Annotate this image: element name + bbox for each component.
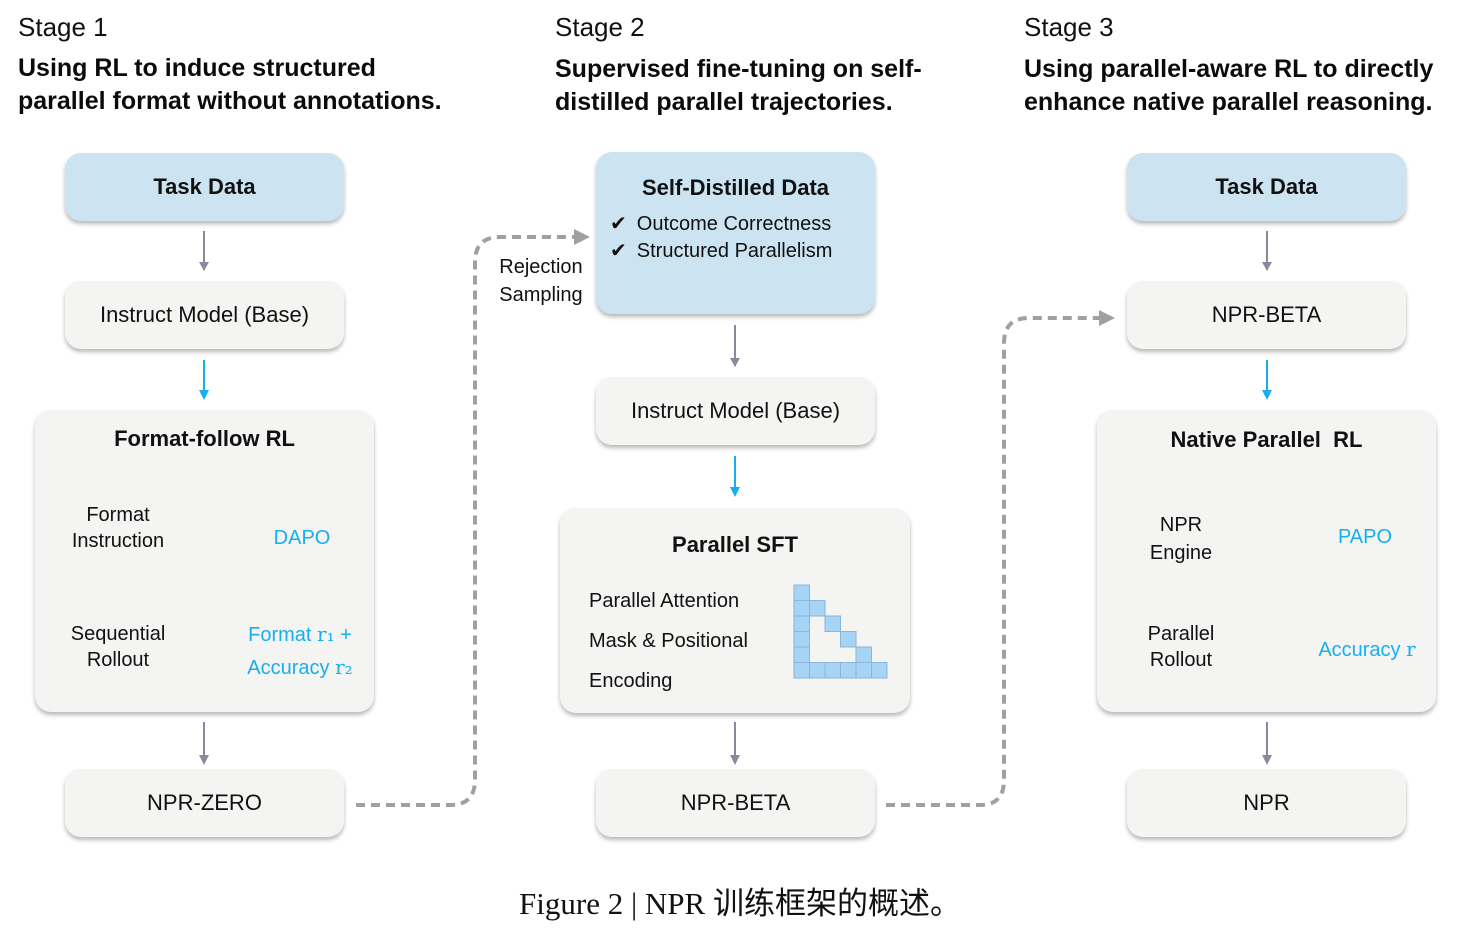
stage-1-desc-line1: Using RL to induce structured <box>18 54 376 82</box>
npr-beta-output-label: NPR-BETA <box>680 790 791 815</box>
parallel-rollout-line2: Rollout <box>1149 649 1213 671</box>
mask-cell <box>793 662 810 679</box>
mask-cell <box>855 646 872 663</box>
mask-cell <box>824 615 841 632</box>
mask-cell <box>855 662 872 679</box>
stage-3-task-data-label: Task Data <box>1215 174 1318 199</box>
mask-cell <box>793 615 810 632</box>
dashed-connector-arrowhead-2 <box>1099 310 1115 326</box>
stage-2-npr-beta-box: NPR-BETA <box>596 769 875 837</box>
stage-2-arrow-panel-to-output <box>730 722 740 765</box>
format-instruction-line1: Format <box>86 504 150 526</box>
stage-3-arrow-task-to-model <box>1262 231 1272 271</box>
rejection-sampling-line1: Rejection <box>499 256 583 278</box>
npr-final-label: NPR <box>1243 790 1290 815</box>
stage-3-npr-beta-label: NPR-BETA <box>1211 302 1322 327</box>
stage-1-task-data-label: Task Data <box>153 174 256 199</box>
stage-2-panel-title: Parallel SFT <box>672 532 798 557</box>
mask-cell <box>840 631 857 648</box>
rejection-sampling-line2: Sampling <box>499 284 583 306</box>
stage-2-description: Supervised fine-tuning on self- distille… <box>555 53 922 119</box>
stage-1-sequential-rollout: Sequential Rollout <box>55 621 181 673</box>
stage-2-desc-line2: distilled parallel trajectories. <box>555 88 893 116</box>
stage-1-npr-zero-box: NPR-ZERO <box>65 769 344 837</box>
stage-2-arrow-data-to-model <box>730 325 740 367</box>
format-reward-line: Format r₁ + <box>248 622 352 646</box>
dashed-connector-npr-beta-to-stage-3 <box>886 316 1106 807</box>
attention-mask-icon <box>793 584 888 679</box>
stage-1-format-follow-rl-panel: Format-follow RL Format Instruction Sequ… <box>35 410 374 712</box>
mask-cell <box>809 600 826 617</box>
stage-1-instruct-model-box: Instruct Model (Base) <box>65 281 344 349</box>
dashed-connector-npr-zero-to-self-distilled <box>356 235 582 807</box>
stage-3-label: Stage 3 <box>1024 12 1114 42</box>
stage-1-format-instruction: Format Instruction <box>55 502 181 554</box>
self-distilled-data-title: Self-Distilled Data <box>641 175 830 200</box>
stage-2-self-distilled-data-box: Self-Distilled Data ✔Outcome Correctness… <box>596 152 875 314</box>
format-instruction-line2: Instruction <box>71 530 165 552</box>
npr-zero-label: NPR-ZERO <box>147 790 262 815</box>
mask-cell <box>793 646 810 663</box>
stage-2-parallel-sft-panel: Parallel SFT Parallel Attention Mask & P… <box>560 508 910 713</box>
stage-3-accuracy-reward: Accuracy r <box>1318 637 1416 661</box>
dashed-connector-arrowhead-1 <box>574 229 590 245</box>
stage-3-desc-line1: Using parallel-aware RL to directly <box>1024 55 1434 83</box>
stage-1-description: Using RL to induce structured parallel f… <box>18 52 442 118</box>
rejection-sampling-label: Rejection Sampling <box>491 253 591 309</box>
stage-1-reward-label: Format r₁ + Accuracy r₂ <box>225 618 375 684</box>
stage-3-papo-label: PAPO <box>1337 526 1393 548</box>
check-icon: ✔ <box>610 213 627 235</box>
sequential-rollout-line2: Rollout <box>86 649 150 671</box>
check-outcome-correctness: ✔Outcome Correctness <box>610 213 832 235</box>
mask-cell <box>793 631 810 648</box>
stage-3-task-data-box: Task Data <box>1127 153 1406 221</box>
parallel-sft-description: Parallel Attention Mask & Positional Enc… <box>589 581 748 701</box>
stage-1-arrow-task-to-model <box>199 231 209 271</box>
stage-3-description: Using parallel-aware RL to directly enha… <box>1024 53 1433 119</box>
stage-3-npr-box: NPR <box>1127 769 1406 837</box>
stage-1-arrow-model-to-panel <box>199 360 209 400</box>
stage-3-panel-title: Native Parallel RL <box>1170 427 1363 452</box>
stage-1-desc-line2: parallel format without annotations. <box>18 87 442 115</box>
check-structured-parallelism: ✔Structured Parallelism <box>610 240 833 262</box>
figure-caption: Figure 2 | NPR 训练框架的概述。 <box>519 886 961 921</box>
stage-2-desc-line1: Supervised fine-tuning on self- <box>555 55 922 83</box>
sequential-rollout-line1: Sequential <box>70 623 166 645</box>
stage-2-instruct-model-label: Instruct Model (Base) <box>630 398 841 423</box>
stage-1-panel-title: Format-follow RL <box>114 426 295 451</box>
mask-cell <box>793 600 810 617</box>
npr-engine-line2: Engine <box>1149 542 1213 564</box>
stage-3-native-parallel-rl-panel: Native Parallel RL NPR Engine Parallel R… <box>1097 410 1436 712</box>
npr-engine-line1: NPR <box>1159 514 1203 536</box>
parallel-sft-line2: Mask & Positional <box>589 630 748 652</box>
stage-3-parallel-rollout: Parallel Rollout <box>1117 621 1245 673</box>
stage-1-task-data-box: Task Data <box>65 153 344 221</box>
stage-1-label: Stage 1 <box>18 12 108 42</box>
stage-1-arrow-panel-to-output <box>199 722 209 765</box>
check-icon: ✔ <box>610 240 627 262</box>
accuracy-reward-line: Accuracy r₂ <box>247 655 353 679</box>
stage-3-arrow-panel-to-output <box>1262 722 1272 765</box>
parallel-rollout-line1: Parallel <box>1147 623 1215 645</box>
stage-3-desc-line2: enhance native parallel reasoning. <box>1024 88 1433 116</box>
stage-3-npr-engine: NPR Engine <box>1117 511 1245 567</box>
mask-cell <box>840 662 857 679</box>
stage-1-dapo-label: DAPO <box>273 527 331 549</box>
parallel-sft-line1: Parallel Attention <box>589 590 740 612</box>
mask-cell <box>871 662 888 679</box>
stage-3-npr-beta-box: NPR-BETA <box>1127 281 1406 349</box>
stage-2-instruct-model-box: Instruct Model (Base) <box>596 377 875 445</box>
stage-3-arrow-model-to-panel <box>1262 360 1272 400</box>
mask-cell <box>824 662 841 679</box>
stage-1-instruct-model-label: Instruct Model (Base) <box>99 302 310 327</box>
parallel-sft-line3: Encoding <box>589 670 673 692</box>
mask-cell <box>793 584 810 601</box>
stage-2-label: Stage 2 <box>555 12 645 42</box>
stage-2-arrow-model-to-panel <box>730 456 740 497</box>
mask-cell <box>809 662 826 679</box>
